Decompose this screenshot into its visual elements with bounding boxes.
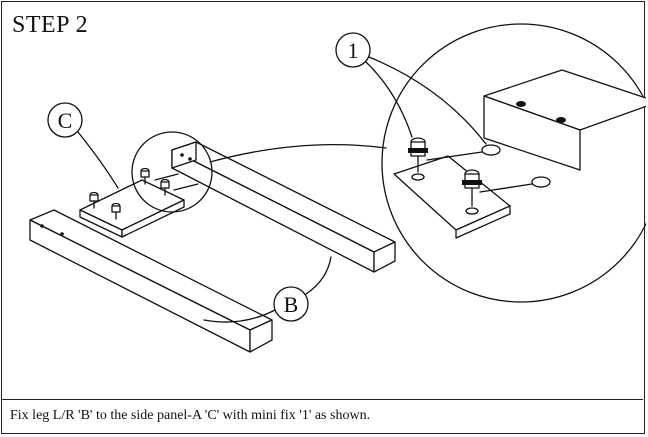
zoom-panel-edge (455, 205, 511, 239)
label-mini-fix: 1 (348, 38, 359, 63)
zoom-leg-hole (556, 117, 566, 123)
label-panel-callout: C (47, 102, 119, 189)
zoom-mini-fix-cam (462, 169, 482, 215)
front-leg-top-face (29, 209, 273, 331)
back-leg-end-face (373, 241, 396, 273)
zoom-leg-end (483, 95, 581, 171)
zoom-mini-fix-bolt (479, 176, 551, 193)
back-leg-top-face (171, 141, 396, 253)
back-leg-hole (180, 153, 184, 157)
front-leg-end-face (249, 319, 273, 353)
front-leg-hole (40, 224, 44, 228)
front-leg-hole (60, 232, 64, 236)
instruction-caption: Fix leg L/R 'B' to the side panel-A 'C' … (10, 408, 371, 423)
zoom-mini-fix-bolt (426, 144, 501, 161)
label-leg-callout: B (203, 256, 332, 323)
label-mini-fix-callout: 1 (335, 32, 487, 145)
caption-divider (2, 399, 643, 400)
front-leg-front-face (29, 219, 251, 353)
detail-connector (209, 144, 387, 163)
zoom-leg-hole (516, 101, 526, 107)
mini-fix-cams (89, 167, 199, 220)
step-title: STEP 2 (12, 12, 89, 38)
label-leg: B (284, 292, 299, 317)
mini-fix-cam (160, 178, 170, 196)
mini-fix-cam (111, 202, 121, 220)
mini-fix-bolt (173, 183, 199, 191)
side-panel (79, 179, 185, 238)
detail-callout-large (381, 23, 646, 303)
side-panel-edge (121, 199, 185, 238)
label-panel: C (58, 108, 73, 133)
front-leg (29, 209, 273, 353)
detail-callout-small (131, 131, 213, 213)
assembly-diagram: C B 1 (29, 23, 646, 353)
back-leg-front-face (171, 149, 375, 273)
back-leg-start-face (171, 141, 197, 169)
mini-fix-cam (89, 191, 99, 209)
zoom-mini-fix-cam (408, 137, 428, 181)
magnified-detail (381, 23, 646, 303)
mini-fix-cam (140, 167, 150, 185)
back-leg (171, 141, 396, 273)
back-leg-hole (188, 157, 192, 161)
mini-fix-bolt (154, 173, 179, 181)
